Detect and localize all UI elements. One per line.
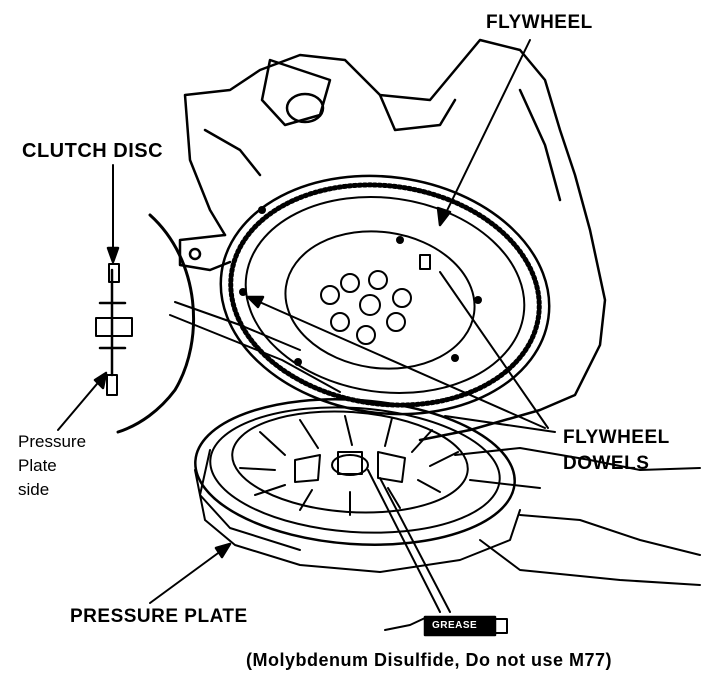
flywheel-label: FLYWHEEL — [486, 12, 593, 33]
grease-tube-label: GREASE — [432, 620, 478, 631]
grease-note: (Molybdenum Disulfide, Do not use M77) — [246, 650, 613, 670]
flywheel-dowels-line-1: FLYWHEEL — [563, 427, 670, 448]
pressure-plate-side-line-2: Plate — [18, 456, 57, 475]
pressure-plate-side-label: Pressure Plate side — [18, 430, 86, 502]
flywheel — [219, 174, 551, 416]
pressure-plate-side-line-3: side — [18, 480, 50, 499]
pressure-plate — [194, 398, 516, 546]
engine-block — [183, 38, 607, 442]
clutch-disc-label: CLUTCH DISC — [22, 140, 164, 162]
pressure-plate-label: PRESSURE PLATE — [70, 606, 248, 627]
flywheel-dowels-label: FLYWHEEL DOWELS — [563, 425, 670, 477]
flywheel-dowels-line-2: DOWELS — [563, 453, 650, 474]
pressure-plate-side-line-1: Pressure — [18, 432, 87, 451]
